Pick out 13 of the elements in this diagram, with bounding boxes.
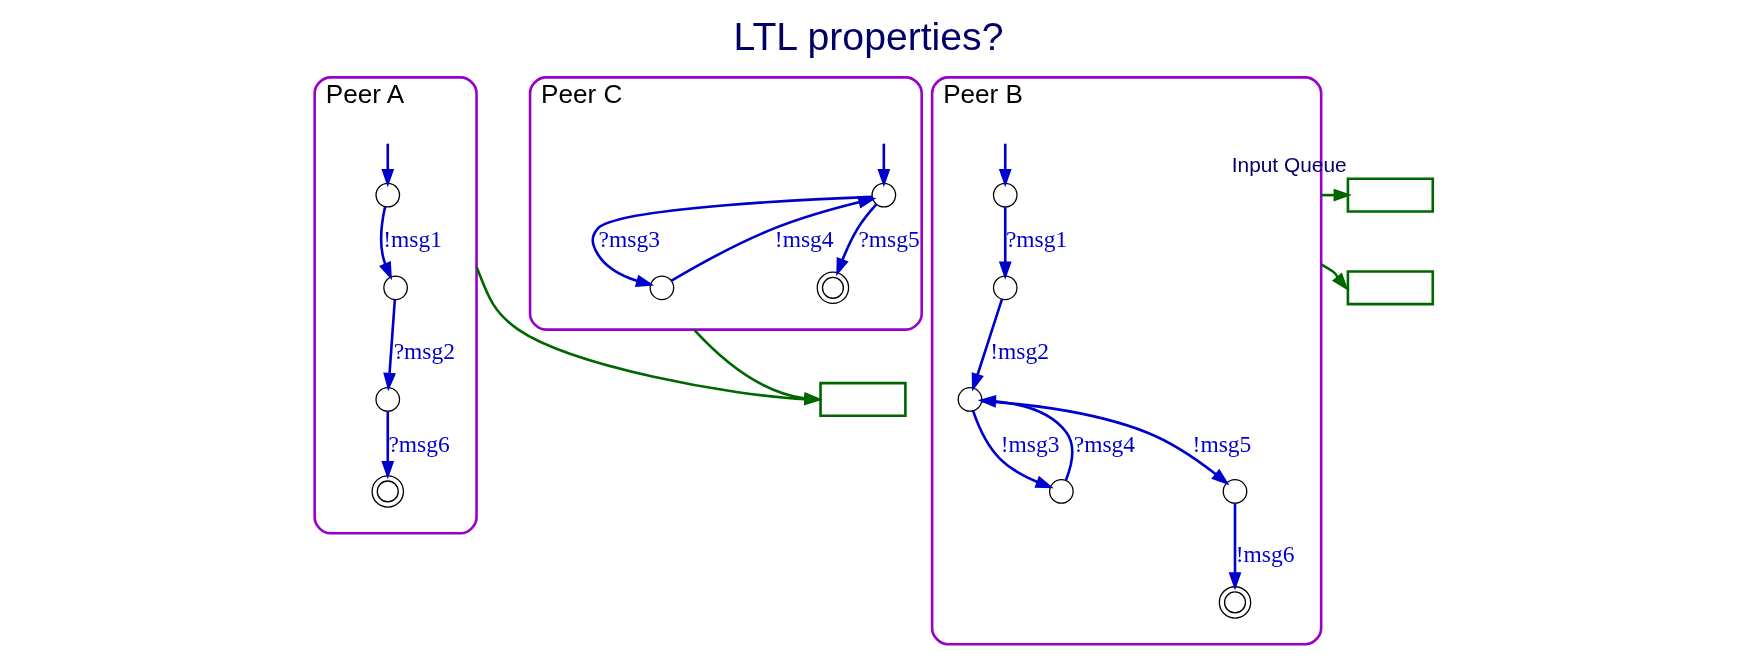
edge-label: ?msg6 [388,430,450,457]
edge-label: ?msg2 [393,337,455,364]
diagram-title: LTL properties? [733,14,1004,58]
edge-label: !msg4 [774,226,834,253]
edge-label: !msg3 [1000,430,1060,457]
edge-label: ?msg5 [858,226,920,253]
edge-label: !msg1 [383,226,442,253]
edge-label: !msg2 [990,337,1049,364]
edge-label: ?msg1 [1005,226,1068,253]
edge-label: ?msg3 [598,226,660,253]
edge-label: ?msg4 [1073,430,1136,457]
edge-label: !msg5 [1192,430,1252,457]
edge-label: !msg6 [1235,541,1295,568]
